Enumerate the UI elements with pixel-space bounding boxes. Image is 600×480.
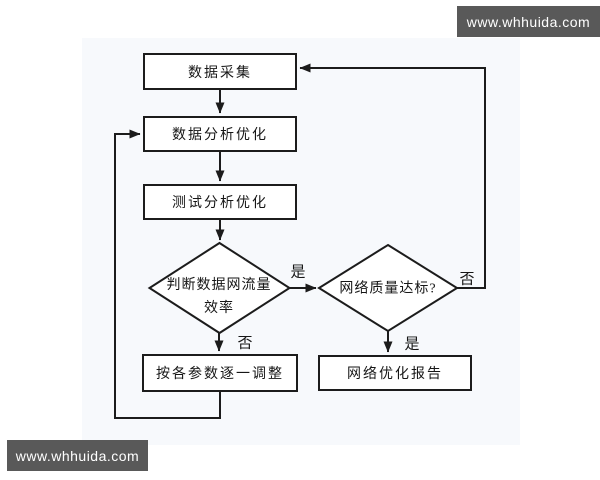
watermark-bottom-text: www.whhuida.com (15, 447, 140, 464)
node-adjust-parameters-label: 按各参数逐一调整 (156, 367, 284, 382)
node-data-analysis-optimization: 数据分析优化 (143, 116, 297, 152)
decision-quality-shape (317, 243, 459, 333)
edge-adjust-loop-to-analyze (114, 129, 221, 419)
node-optimization-report-label: 网络优化报告 (347, 367, 443, 382)
node-data-collection: 数据采集 (143, 53, 297, 90)
node-test-analysis-optimization-label: 测试分析优化 (172, 196, 268, 211)
watermark-top: www.whhuida.com (457, 6, 600, 37)
edge-label-quality-yes: 是 (404, 336, 420, 353)
node-data-collection-label: 数据采集 (188, 65, 252, 81)
decision-traffic-label: 判断数据网流量 效率 (167, 274, 272, 320)
node-optimization-report: 网络优化报告 (318, 355, 472, 391)
edge-label-traffic-yes: 是 (290, 264, 306, 281)
decision-traffic-label-line2: 效率 (204, 301, 234, 316)
edge-decision-quality-no-loop-to-collect (299, 63, 486, 289)
watermark-top-text: www.whhuida.com (466, 13, 591, 30)
edge-label-traffic-no: 否 (237, 335, 253, 352)
node-data-analysis-optimization-label: 数据分析优化 (172, 128, 268, 143)
node-adjust-parameters: 按各参数逐一调整 (142, 354, 298, 392)
watermark-bottom: www.whhuida.com (7, 440, 148, 471)
decision-traffic-shape (147, 241, 292, 335)
decision-quality-label: 网络质量达标? (339, 278, 436, 301)
node-test-analysis-optimization: 测试分析优化 (143, 184, 297, 220)
decision-traffic-label-line1: 判断数据网流量 (166, 278, 272, 293)
decision-quality-label-line: 网络质量达标? (339, 281, 437, 297)
edge-label-quality-no: 否 (459, 271, 475, 288)
